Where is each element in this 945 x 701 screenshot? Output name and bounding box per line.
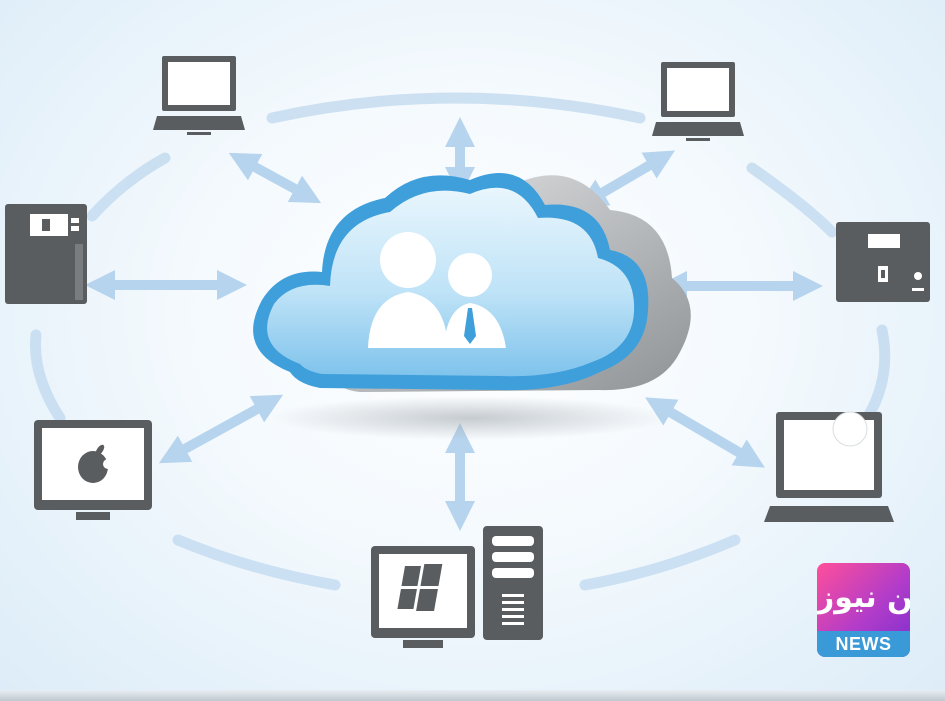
arrow-top-left [228,152,322,204]
apple-logo-icon [78,444,113,483]
user-head-small [448,253,492,297]
arrow-bottom-left [158,394,284,464]
orbit-segment [30,329,66,424]
user-head-large [380,232,436,288]
orbit-segment [266,92,646,124]
server-icon [836,222,930,302]
user-body-small [444,303,506,348]
windows-logo-icon [397,564,443,611]
cloud-shadow [270,396,670,440]
tie-icon [464,308,476,344]
arrow-bottom-right [645,397,765,468]
arrow-top-right [577,150,675,208]
watermark-news-label: NEWS [817,631,910,657]
news-watermark-badge: الوطن نيوز NEWS [817,563,910,657]
laptop-icon [764,411,894,522]
server-icon [5,204,87,304]
user-body-large [368,292,448,348]
orbit-segment [579,534,741,591]
users-icon [368,232,506,348]
orbit-segment [860,324,891,426]
apple-monitor-icon [34,420,152,520]
connection-arrows [85,117,823,531]
laptop-icon [652,62,744,141]
bottom-divider [0,690,945,701]
laptop-icon [153,56,245,135]
watermark-logo-text: الوطن نيوز [817,580,910,615]
orbit-segment [86,152,171,222]
windows-desktop-icon [371,526,543,648]
orbit-ring [30,92,891,591]
orbit-segment [172,534,341,591]
cloud-users-icon [253,172,691,440]
orbit-segment [746,162,838,238]
